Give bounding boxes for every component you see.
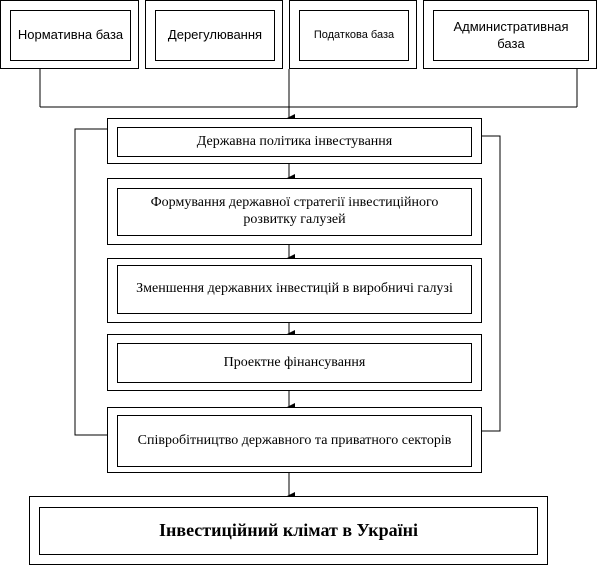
chain-box-project-finance-label: Проектне фінансування <box>117 343 472 383</box>
result-box-label: Інвестиційний клімат в Україні <box>39 507 538 555</box>
top-box-administrative: Административная база <box>423 0 597 69</box>
chain-box-state-policy: Державна політика інвестування <box>107 118 482 164</box>
left-feedback-line <box>74 128 107 436</box>
chain-box-strategy-label: Формування державної стратегії інвестиці… <box>117 188 472 236</box>
result-box: Інвестиційний клімат в Україні <box>29 496 548 565</box>
chain-box-project-finance: Проектне фінансування <box>107 334 482 391</box>
top-box-normative-label: Нормативна база <box>10 10 131 61</box>
top-box-tax-label: Податкова база <box>299 10 409 61</box>
chain-box-cooperation-label: Співробітництво державного та приватного… <box>117 415 472 467</box>
top-box-tax: Податкова база <box>289 0 417 69</box>
chain-box-reduction: Зменшення державних інвестицій в виробни… <box>107 258 482 323</box>
chain-box-cooperation: Співробітництво державного та приватного… <box>107 407 482 473</box>
chain-box-state-policy-label: Державна політика інвестування <box>117 127 472 157</box>
top-box-administrative-label: Административная база <box>433 10 589 61</box>
top-box-normative: Нормативна база <box>0 0 139 69</box>
top-bus-lines <box>39 69 578 108</box>
chain-box-reduction-label: Зменшення державних інвестицій в виробни… <box>117 265 472 314</box>
right-feedback-line <box>482 135 501 432</box>
top-box-deregulation-label: Дерегулювання <box>155 10 275 61</box>
top-box-deregulation: Дерегулювання <box>145 0 283 69</box>
chain-box-strategy: Формування державної стратегії інвестиці… <box>107 178 482 245</box>
